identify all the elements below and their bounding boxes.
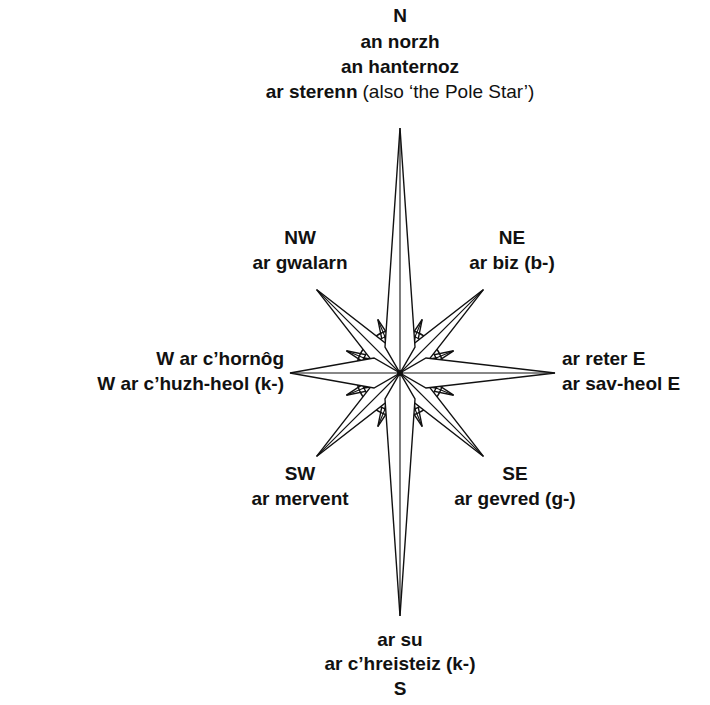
- direction-line: SE: [502, 462, 527, 487]
- direction-label: ar gevred (g-): [454, 488, 575, 509]
- direction-label: ar c’hreisteiz (k-): [325, 653, 476, 674]
- direction-label: NW: [284, 227, 316, 248]
- direction-label: ar su: [377, 629, 422, 650]
- direction-line: NW: [284, 226, 316, 251]
- center-dot: [397, 370, 403, 376]
- direction-line: W ar c’hornôg: [156, 347, 284, 372]
- direction-label: W ar c’hornôg: [156, 348, 284, 369]
- direction-line: N: [393, 4, 407, 29]
- direction-line: an hanternoz: [341, 55, 459, 80]
- direction-line: ar reter E: [562, 347, 645, 372]
- direction-label: ar reter E: [562, 348, 645, 369]
- direction-label: ar gwalarn: [252, 252, 347, 273]
- cardinal-point: [385, 373, 415, 616]
- direction-line: ar sav-heol E: [562, 372, 680, 397]
- direction-label: an norzh: [360, 31, 439, 52]
- cardinal-point-ridge: [400, 372, 555, 373]
- direction-label: W ar c’huzh-heol (k-): [97, 373, 284, 394]
- direction-line: NE: [499, 226, 525, 251]
- direction-line: ar c’hreisteiz (k-): [325, 652, 476, 677]
- direction-line: S: [394, 677, 407, 702]
- direction-line: W ar c’huzh-heol (k-): [97, 372, 284, 397]
- direction-label: N: [393, 5, 407, 26]
- direction-line: ar gevred (g-): [454, 487, 575, 512]
- direction-line: ar mervent: [251, 487, 348, 512]
- direction-line: SW: [285, 462, 316, 487]
- direction-label: (also ‘the Pole Star’): [363, 81, 535, 102]
- direction-label: NE: [499, 227, 525, 248]
- cardinal-point-ridge: [399, 128, 400, 373]
- direction-label: an hanternoz: [341, 56, 459, 77]
- direction-label: S: [394, 678, 407, 699]
- direction-label: SW: [285, 463, 316, 484]
- direction-line: ar gwalarn: [252, 251, 347, 276]
- direction-line: an norzh: [360, 30, 439, 55]
- direction-label: ar sterenn: [266, 81, 358, 102]
- direction-line: ar su: [377, 628, 422, 653]
- direction-label: ar mervent: [251, 488, 348, 509]
- cardinal-point-ridge: [399, 373, 400, 616]
- direction-line: ar sterenn(also ‘the Pole Star’): [266, 80, 535, 105]
- cardinal-point: [385, 128, 415, 373]
- direction-label: ar biz (b-): [469, 252, 555, 273]
- cardinal-point-ridge: [290, 372, 400, 373]
- direction-label: SE: [502, 463, 527, 484]
- direction-line: ar biz (b-): [469, 251, 555, 276]
- direction-label: ar sav-heol E: [562, 373, 680, 394]
- cardinal-point: [400, 358, 555, 388]
- cardinal-point: [290, 358, 400, 388]
